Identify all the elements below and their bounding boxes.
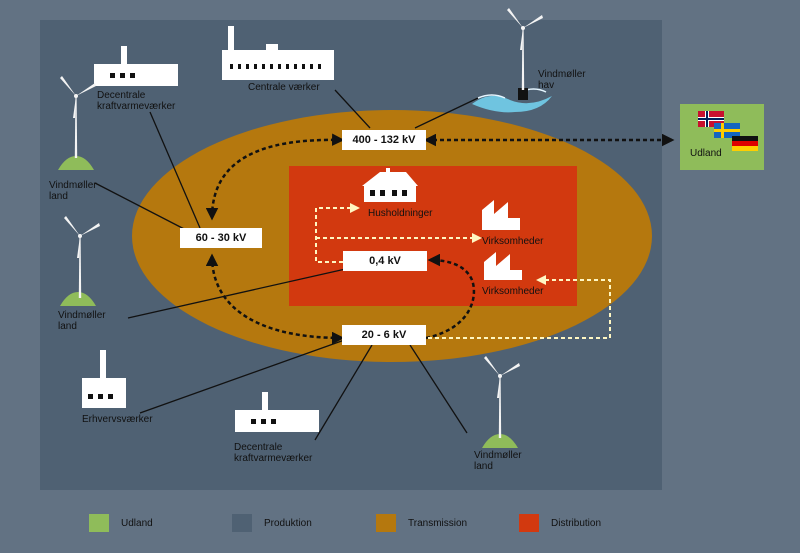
label-decentrale-top-line1: Decentrale [97, 90, 146, 101]
label-vindmoller-hav-line1: Vindmøller [538, 69, 586, 80]
legend-label-transmission: Transmission [408, 517, 468, 529]
label-vindmoller-land-top: Vindmøller land [49, 180, 97, 202]
voltage-400-132-box: 400 - 132 kV [342, 130, 426, 150]
legend-label-distribution: Distribution [551, 517, 602, 529]
offshore-wind-turbine-icon [472, 8, 552, 113]
legend-item-produktion: Produktion [232, 514, 312, 532]
legend-label-udland: Udland [121, 517, 153, 529]
distribution-flow-arrows [315, 203, 611, 339]
label-vindmoller-land-mid: Vindmøller land [58, 310, 106, 332]
company-icon [482, 200, 520, 230]
voltage-0-4-box: 0,4 kV [343, 251, 427, 271]
label-udland: Udland [690, 148, 722, 159]
legend-swatch-distribution [519, 514, 539, 532]
label-virksomheder-2: Virksomheder [482, 286, 544, 297]
legend-item-transmission: Transmission [376, 514, 467, 532]
label-vindmoller-land-bottom-line2: land [474, 461, 493, 472]
label-vindmoller-land-mid-line1: Vindmøller [58, 310, 106, 321]
label-vindmoller-hav: Vindmøller hav [538, 69, 586, 91]
legend-item-udland: Udland [89, 514, 153, 532]
label-decentrale-top: Decentrale kraftvarmeværker [97, 90, 175, 112]
decentral-chp-top-icon [94, 46, 178, 86]
label-decentrale-top-line2: kraftvarmeværker [97, 101, 176, 112]
label-husholdninger: Husholdninger [368, 208, 433, 219]
label-vindmoller-land-mid-line2: land [58, 321, 77, 332]
label-vindmoller-land-top-line2: land [49, 191, 68, 202]
germany-flag-icon [732, 136, 758, 151]
label-centrale-vaerker: Centrale værker [248, 82, 320, 93]
transmission-flow-arrows [205, 133, 675, 345]
label-vindmoller-hav-line2: hav [538, 80, 555, 91]
legend-swatch-transmission [376, 514, 396, 532]
label-vindmoller-land-bottom: Vindmøller land [474, 450, 522, 472]
label-erhvervsvaerker: Erhvervsværker [82, 414, 153, 425]
voltage-20-6-box: 20 - 6 kV [342, 325, 426, 345]
label-vindmoller-land-top-line1: Vindmøller [49, 180, 97, 191]
central-power-plant-icon [222, 26, 334, 80]
label-decentrale-bottom-line1: Decentrale [234, 442, 283, 453]
legend-swatch-udland [89, 514, 109, 532]
label-vindmoller-land-bottom-line1: Vindmøller [474, 450, 522, 461]
label-decentrale-bottom: Decentrale kraftvarmeværker [234, 442, 312, 464]
legend-label-produktion: Produktion [264, 517, 312, 529]
voltage-60-30-box: 60 - 30 kV [180, 228, 262, 248]
household-icon [362, 168, 418, 202]
legend-item-distribution: Distribution [519, 514, 601, 532]
sweden-flag-icon [714, 123, 740, 138]
legend-swatch-produktion [232, 514, 252, 532]
industrial-plant-icon [82, 350, 126, 408]
label-virksomheder-1: Virksomheder [482, 236, 544, 247]
label-decentrale-bottom-line2: kraftvarmeværker [234, 453, 313, 464]
company-icon-2 [484, 252, 522, 280]
decentral-chp-bottom-icon [235, 392, 319, 432]
